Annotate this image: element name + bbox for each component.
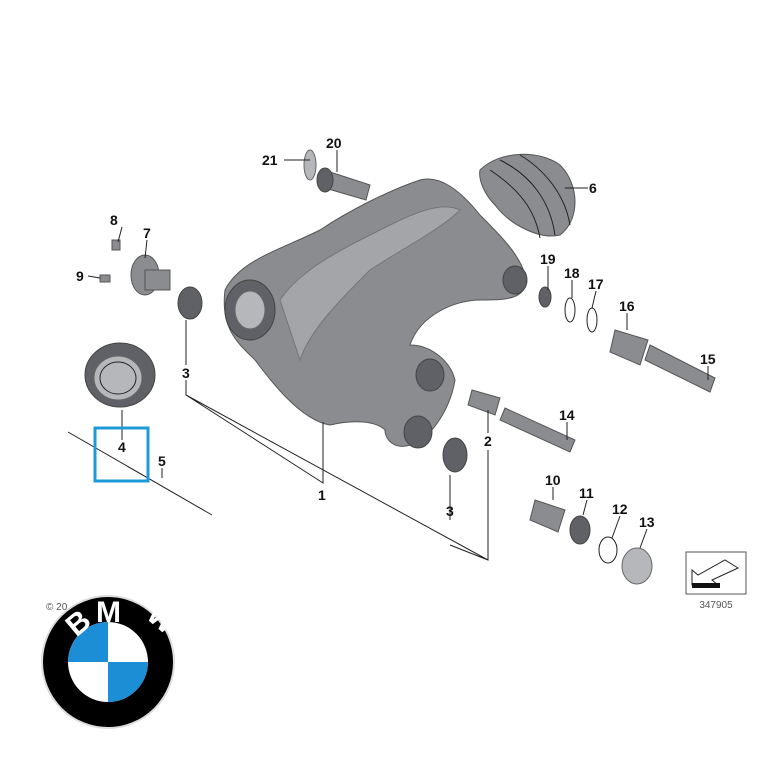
copyright-text: © 20	[46, 602, 68, 613]
callout-4[interactable]: 4	[118, 439, 126, 455]
callout-6[interactable]: 6	[589, 180, 597, 196]
callout-10[interactable]: 10	[545, 472, 561, 488]
orientation-arrow-icon: 347905	[685, 551, 747, 611]
callout-7[interactable]: 7	[143, 225, 151, 241]
callout-3-right[interactable]: 3	[446, 503, 454, 519]
rubber-boot-part[interactable]	[479, 153, 576, 239]
callout-3-left[interactable]: 3	[182, 365, 190, 381]
callout-5[interactable]: 5	[158, 453, 166, 469]
callout-19[interactable]: 19	[540, 251, 556, 267]
bearing-flange-part[interactable]	[99, 239, 203, 320]
logo-letter-m: M	[96, 596, 121, 629]
leader-lines	[87, 150, 709, 561]
pin-part[interactable]	[303, 149, 371, 201]
callout-21[interactable]: 21	[262, 152, 278, 168]
callout-20[interactable]: 20	[326, 135, 342, 151]
callout-2[interactable]: 2	[484, 433, 492, 449]
callout-labels: 20 21 6 8 7 9 19 18 17 16 15 3 4 5 1 14 …	[76, 135, 716, 530]
bellows-part[interactable]	[84, 342, 156, 408]
callout-16[interactable]: 16	[619, 298, 635, 314]
callout-17[interactable]: 17	[588, 276, 604, 292]
swing-arm-part[interactable]	[223, 178, 528, 449]
callout-11[interactable]: 11	[579, 485, 594, 501]
cable-tie-part[interactable]	[67, 431, 213, 516]
diagram-number: 347905	[699, 600, 733, 611]
callout-14[interactable]: 14	[559, 407, 575, 423]
callout-9[interactable]: 9	[76, 268, 84, 284]
callout-18[interactable]: 18	[564, 265, 580, 281]
callout-8[interactable]: 8	[110, 212, 118, 228]
right-side-parts[interactable]	[442, 286, 716, 585]
callout-13[interactable]: 13	[639, 514, 655, 530]
highlight-box	[93, 426, 150, 483]
callout-12[interactable]: 12	[612, 501, 628, 517]
callout-15[interactable]: 15	[700, 351, 716, 367]
callout-1[interactable]: 1	[318, 487, 326, 503]
bmw-logo: B M W	[41, 595, 184, 729]
